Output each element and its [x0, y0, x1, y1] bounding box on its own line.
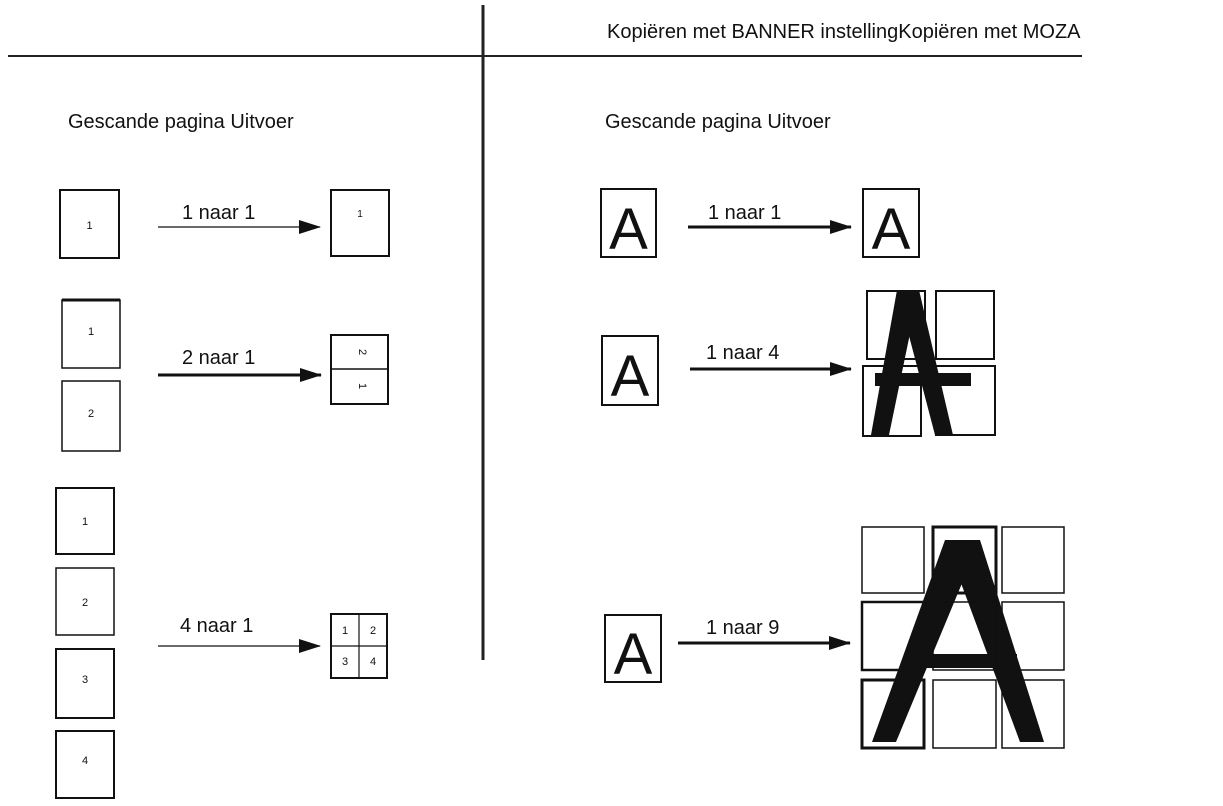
tile-grid-3x3: [860, 525, 1065, 750]
right-row-3: A 1 naar 9: [604, 525, 1065, 750]
page-number: 2: [88, 408, 94, 420]
arrow-label: 1 naar 9: [706, 617, 779, 639]
input-page: [55, 567, 115, 636]
page-letter: A: [611, 344, 650, 409]
left-column-header: Gescande pagina Uitvoer: [68, 111, 294, 133]
input-page: [601, 335, 659, 406]
output-page: [862, 188, 920, 258]
page-number: 1: [86, 220, 92, 232]
right-column-header: Gescande pagina Uitvoer: [605, 111, 831, 133]
page-number: 3: [342, 656, 348, 668]
arrow-label: 1 naar 4: [706, 342, 779, 364]
page-number: 1: [356, 383, 368, 389]
arrow-label: 1 naar 1: [182, 202, 255, 224]
page-number: 4: [82, 755, 88, 767]
page-number: 1: [342, 625, 348, 637]
page-number: 1: [357, 209, 363, 220]
input-page: [55, 730, 115, 799]
page-letter: A: [614, 622, 653, 687]
left-row-3: 1 2 3 4 4 naar 1 1 2 3 4: [55, 487, 388, 799]
input-page: [61, 380, 121, 452]
page-number: 2: [356, 349, 368, 355]
input-page: [55, 648, 115, 719]
header-title: Kopiëren met BANNER instellingKopiëren m…: [607, 21, 1081, 43]
page-number: 2: [82, 597, 88, 609]
left-row-2: 1 2 2 naar 1 2 1: [61, 298, 389, 452]
tiled-letter-a: [872, 540, 1044, 742]
left-row-1: 1 1 naar 1 1: [59, 189, 390, 259]
page-number: 2: [370, 625, 376, 637]
input-page: [604, 614, 662, 683]
page-number: 1: [88, 326, 94, 338]
input-page: [600, 188, 657, 258]
input-page: [55, 487, 115, 555]
arrow-label: 2 naar 1: [182, 347, 255, 369]
page-number: 4: [370, 656, 376, 668]
input-page: [59, 189, 120, 259]
page-letter: A: [609, 197, 648, 262]
right-row-2: A 1 naar 4: [601, 290, 996, 437]
tiled-letter-a: [871, 290, 971, 435]
output-page: [330, 189, 390, 257]
page-letter: A: [872, 197, 911, 262]
arrow-label: 1 naar 1: [708, 202, 781, 224]
tile-grid-2x2: [862, 290, 996, 437]
page-number: 1: [82, 516, 88, 528]
page-number: 3: [82, 674, 88, 686]
right-row-1: A 1 naar 1 A: [600, 188, 920, 262]
arrow-label: 4 naar 1: [180, 615, 253, 637]
